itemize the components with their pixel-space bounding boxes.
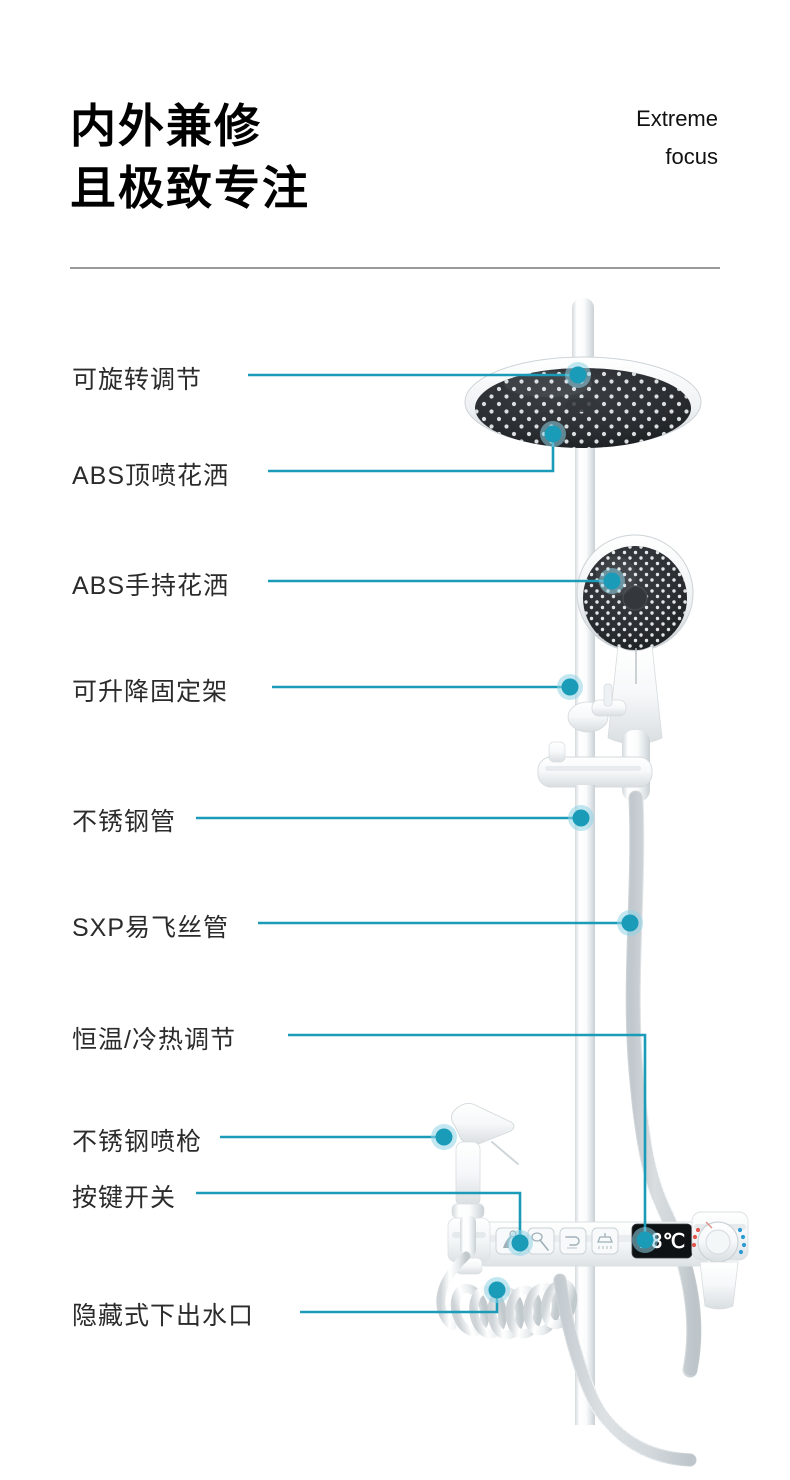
product-illustration: 38℃ [0,280,790,1480]
coiled-hose [436,1251,578,1340]
sliding-bracket [537,741,653,788]
callout-dot-stainless-pipe [568,805,594,831]
callout-label-abs-overhead: ABS顶喷花洒 [72,462,230,490]
title-line-2: 且极致专注 [70,162,310,214]
callout-line-thermostat [288,1033,647,1232]
button-rain-shower[interactable] [591,1227,619,1255]
callout-dot-hidden-outlet [484,1277,510,1303]
bidet-spray-gun [451,1103,519,1256]
callout-label-stainless-pipe: 不锈钢管 [72,808,177,836]
callout-dot-sliding-bracket [557,674,583,700]
english-subtitle: Extreme focus [528,100,718,176]
callout-label-thermostat: 恒温/冷热调节 [72,1026,236,1054]
button-hose-outlet[interactable] [559,1227,587,1255]
handheld-holder [567,683,627,733]
callout-dot-spray-gun [431,1124,457,1150]
callout-label-sliding-bracket: 可升降固定架 [72,678,229,706]
callout-dot-sxp-hose [617,910,643,936]
callout-dot-rotatable-adjust [565,362,591,388]
callout-label-hidden-outlet: 隐藏式下出水口 [72,1302,255,1330]
control-panel: 38℃ [447,1217,709,1275]
english-line-1: Extreme [636,106,718,131]
thermostat-knob-assembly[interactable] [691,1211,749,1310]
header-divider [70,267,720,269]
callout-dot-abs-handheld [599,568,625,594]
callout-label-sxp-hose: SXP易飞丝管 [72,914,230,942]
callout-dot-thermostat [632,1227,658,1253]
callout-dot-button-switch [507,1230,533,1256]
function-buttons[interactable] [495,1227,619,1255]
english-line-2: focus [665,144,718,169]
callout-dots [431,362,658,1303]
callout-label-rotatable-adjust: 可旋转调节 [72,366,203,394]
callout-line-hidden-outlet [300,1294,499,1314]
page-title: 内外兼修 且极致专注 [70,95,310,219]
lower-outlet-hose [553,1273,697,1467]
callout-label-spray-gun: 不锈钢喷枪 [72,1128,203,1156]
callout-label-abs-handheld: ABS手持花洒 [72,572,230,600]
callout-line-button-switch [196,1191,522,1236]
callout-dot-abs-overhead [540,421,566,447]
title-line-1: 内外兼修 [70,100,262,152]
callout-label-button-switch: 按键开关 [72,1184,177,1212]
callout-line-abs-overhead [268,440,555,473]
